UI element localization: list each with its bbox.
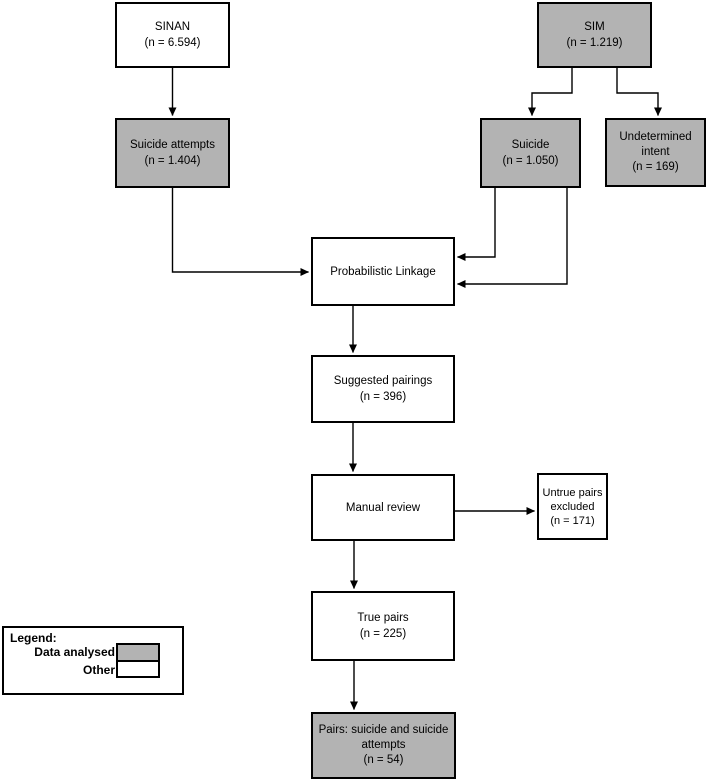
node-count: (n = 225): [359, 628, 407, 640]
node-label: True pairs: [357, 612, 409, 624]
legend: Legend: Data analysed Other: [2, 626, 184, 695]
node-probabilistic-linkage: Probabilistic Linkage: [311, 237, 455, 306]
node-untrue-pairs-excluded: Untrue pairs excluded (n = 171): [537, 473, 608, 540]
node-label: Probabilistic Linkage: [330, 265, 436, 278]
legend-item-data-analysed: Data analysed: [34, 642, 160, 662]
node-true-pairs: True pairs (n = 225): [311, 591, 455, 661]
node-label: Suggested pairings: [333, 375, 433, 387]
node-label: Suicide: [511, 139, 550, 151]
legend-title: Legend:: [10, 631, 57, 645]
node-sim: SIM (n = 1.219): [537, 2, 652, 68]
node-label: Suicide attempts: [129, 139, 215, 151]
legend-swatch-data-analysed: [116, 642, 160, 662]
node-undetermined-intent: Undetermined intent (n = 169): [605, 118, 706, 187]
legend-item-label: Other: [82, 663, 115, 677]
node-count: (n = 1.050): [502, 155, 559, 167]
node-count: (n = 171): [550, 514, 595, 527]
legend-item-label: Data analysed: [34, 645, 115, 659]
node-count: (n = 6.594): [144, 37, 201, 49]
node-label: SIM: [584, 21, 605, 33]
node-label: Manual review: [345, 501, 421, 514]
legend-item-other: Other: [34, 660, 160, 679]
node-sinan: SINAN (n = 6.594): [115, 2, 230, 68]
node-suicide-attempts: Suicide attempts (n = 1.404): [115, 118, 230, 188]
node-count: (n = 169): [632, 161, 679, 173]
node-pairs-suicide-and-attempts: Pairs: suicide and suicide attempts (n =…: [311, 712, 456, 779]
node-manual-review: Manual review: [311, 474, 455, 541]
node-count: (n = 1.219): [566, 37, 623, 49]
node-suicide: Suicide (n = 1.050): [480, 118, 581, 188]
node-count: (n = 54): [363, 754, 404, 766]
node-count: (n = 396): [359, 391, 407, 403]
legend-rows: Data analysed Other: [34, 642, 160, 679]
node-suggested-pairings: Suggested pairings (n = 396): [311, 355, 455, 423]
node-label: SINAN: [154, 21, 191, 33]
legend-swatch-other: [116, 660, 160, 678]
node-count: (n = 1.404): [144, 155, 201, 167]
node-label: Pairs: suicide and suicide attempts: [318, 724, 449, 751]
node-label: Untrue pairs excluded: [542, 486, 603, 513]
node-label: Undetermined intent: [619, 131, 692, 158]
